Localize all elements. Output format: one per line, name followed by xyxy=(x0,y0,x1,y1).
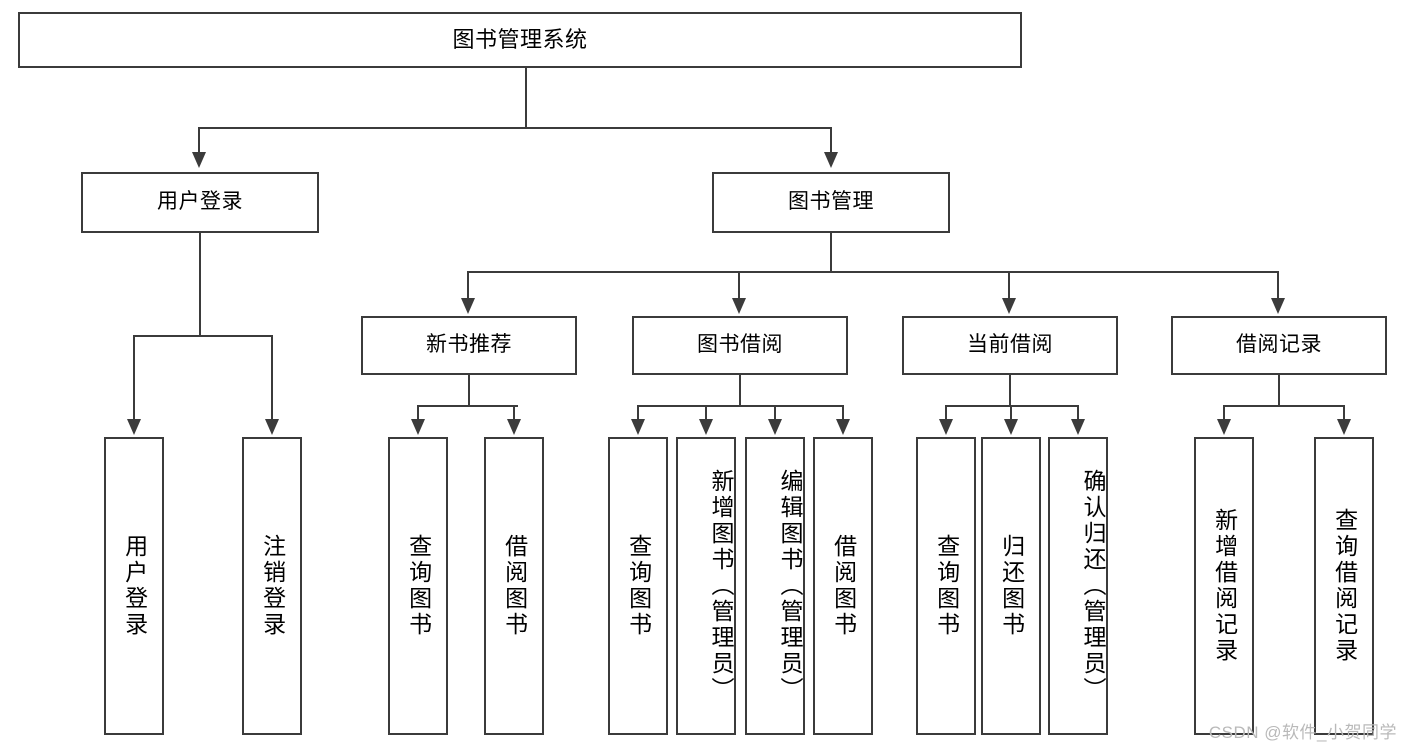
connector-borrow-record-bus xyxy=(1223,405,1345,407)
node-label: 借阅图书 xyxy=(501,534,528,638)
leaf-bb-add-book-admin: 新增图书（管理员） xyxy=(676,437,736,735)
connector-book-mgmt-drop-1 xyxy=(467,271,469,300)
node-current-borrow: 当前借阅 xyxy=(902,316,1118,375)
connector-root-drop-1 xyxy=(198,127,200,154)
connector-new-book-rec-bus xyxy=(417,405,518,407)
connector-book-mgmt-drop-2 xyxy=(738,271,740,300)
arrowhead-to-current-borrow xyxy=(1002,298,1016,314)
leaf-nbr-query-book: 查询图书 xyxy=(388,437,448,735)
connector-current-borrow-drop-1 xyxy=(945,405,947,421)
node-label: 新增借阅记录 xyxy=(1211,508,1238,664)
node-user-login: 用户登录 xyxy=(81,172,319,233)
connector-book-mgmt-bus xyxy=(467,271,1279,273)
arrowhead-br-leaf-2 xyxy=(1337,419,1351,435)
connector-user-login-drop-2 xyxy=(271,335,273,421)
node-borrow-record: 借阅记录 xyxy=(1171,316,1387,375)
leaf-bb-query-book: 查询图书 xyxy=(608,437,668,735)
connector-book-mgmt-stem xyxy=(830,233,832,272)
node-label: 查询图书 xyxy=(933,534,960,638)
connector-book-borrow-bus xyxy=(637,405,843,407)
arrowhead-to-new-book-rec xyxy=(461,298,475,314)
connector-root-stem xyxy=(525,68,527,128)
arrowhead-cb-leaf-3 xyxy=(1071,419,1085,435)
node-label: 图书管理 xyxy=(788,190,874,214)
connector-new-book-rec-drop-2 xyxy=(513,405,515,421)
arrowhead-to-book-borrow xyxy=(732,298,746,314)
arrowhead-to-borrow-record xyxy=(1271,298,1285,314)
leaf-bb-edit-book-admin: 编辑图书（管理员） xyxy=(745,437,805,735)
node-book-borrow: 图书借阅 xyxy=(632,316,848,375)
node-label: 借阅记录 xyxy=(1236,333,1322,357)
arrowhead-bb-leaf-3 xyxy=(768,419,782,435)
connector-current-borrow-drop-2 xyxy=(1010,405,1012,421)
leaf-cb-return-book: 归还图书 xyxy=(981,437,1041,735)
connector-borrow-record-drop-1 xyxy=(1223,405,1225,421)
arrowhead-to-logout-leaf xyxy=(265,419,279,435)
arrowhead-to-user-login xyxy=(192,152,206,168)
node-root-system: 图书管理系统 xyxy=(18,12,1022,68)
leaf-br-query-record: 查询借阅记录 xyxy=(1314,437,1374,735)
connector-book-borrow-stem xyxy=(739,375,741,406)
connector-book-borrow-drop-4 xyxy=(842,405,844,421)
node-label: 用户登录 xyxy=(121,534,148,638)
node-label: 用户登录 xyxy=(157,190,243,214)
arrowhead-bb-leaf-4 xyxy=(836,419,850,435)
connector-user-login-bus xyxy=(133,335,272,337)
connector-borrow-record-stem xyxy=(1278,375,1280,406)
leaf-logout: 注销登录 xyxy=(242,437,302,735)
connector-new-book-rec-stem xyxy=(468,375,470,406)
arrowhead-cb-leaf-1 xyxy=(939,419,953,435)
connector-book-borrow-drop-1 xyxy=(637,405,639,421)
connector-user-login-stem xyxy=(199,233,201,336)
node-label: 新书推荐 xyxy=(426,333,512,357)
connector-new-book-rec-drop-1 xyxy=(417,405,419,421)
leaf-cb-confirm-return-admin: 确认归还（管理员） xyxy=(1048,437,1108,735)
connector-current-borrow-stem xyxy=(1009,375,1011,406)
node-label: 新增图书（管理员） xyxy=(708,469,734,703)
node-new-book-recommend: 新书推荐 xyxy=(361,316,577,375)
node-label: 确认归还（管理员） xyxy=(1080,469,1106,703)
connector-user-login-drop-1 xyxy=(133,335,135,421)
leaf-nbr-borrow-book: 借阅图书 xyxy=(484,437,544,735)
leaf-bb-borrow-book: 借阅图书 xyxy=(813,437,873,735)
connector-book-borrow-drop-2 xyxy=(705,405,707,421)
arrowhead-nbr-leaf-2 xyxy=(507,419,521,435)
arrowhead-cb-leaf-2 xyxy=(1004,419,1018,435)
arrowhead-br-leaf-1 xyxy=(1217,419,1231,435)
node-label: 图书借阅 xyxy=(697,333,783,357)
node-label: 注销登录 xyxy=(259,534,286,638)
connector-root-bus xyxy=(198,127,832,129)
connector-book-borrow-drop-3 xyxy=(774,405,776,421)
arrowhead-bb-leaf-1 xyxy=(631,419,645,435)
connector-borrow-record-drop-2 xyxy=(1343,405,1345,421)
node-label: 借阅图书 xyxy=(830,534,857,638)
leaf-user-login: 用户登录 xyxy=(104,437,164,735)
connector-book-mgmt-drop-3 xyxy=(1008,271,1010,300)
node-book-management: 图书管理 xyxy=(712,172,950,233)
connector-current-borrow-drop-3 xyxy=(1077,405,1079,421)
node-label: 图书管理系统 xyxy=(452,27,588,53)
arrowhead-to-login-leaf xyxy=(127,419,141,435)
node-label: 归还图书 xyxy=(998,534,1025,638)
arrowhead-nbr-leaf-1 xyxy=(411,419,425,435)
arrowhead-bb-leaf-2 xyxy=(699,419,713,435)
leaf-br-add-record: 新增借阅记录 xyxy=(1194,437,1254,735)
arrowhead-to-book-mgmt xyxy=(824,152,838,168)
node-label: 当前借阅 xyxy=(967,333,1053,357)
node-label: 编辑图书（管理员） xyxy=(777,469,803,703)
connector-root-drop-2 xyxy=(830,127,832,154)
leaf-cb-query-book: 查询图书 xyxy=(916,437,976,735)
connector-book-mgmt-drop-4 xyxy=(1277,271,1279,300)
node-label: 查询图书 xyxy=(405,534,432,638)
node-label: 查询图书 xyxy=(625,534,652,638)
node-label: 查询借阅记录 xyxy=(1331,508,1358,664)
